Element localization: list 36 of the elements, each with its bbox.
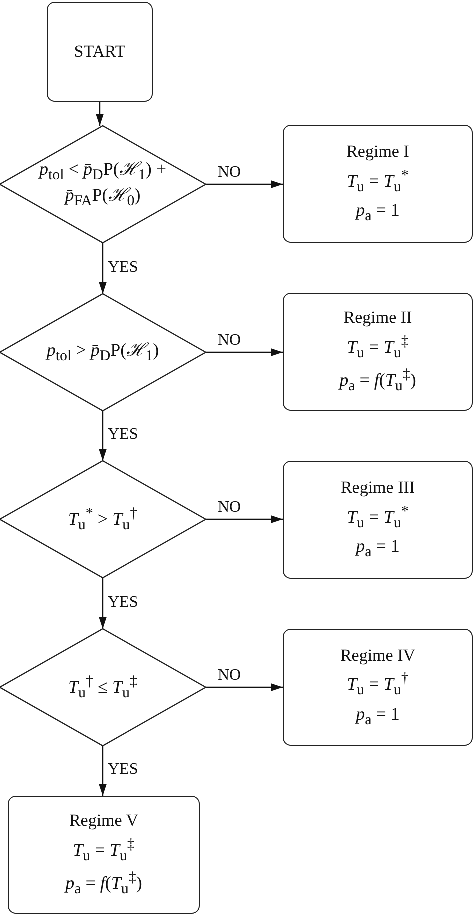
arrow [99,746,107,796]
node-title: Regime I [346,142,410,163]
node-title: START [74,42,126,62]
condition-text: p$_{tol}$ > p̄$_{D}$P(ℋ$_{1}$) [46,340,160,366]
edge-label: NO [218,164,242,182]
process-box [283,461,473,579]
edge-label: YES [108,258,138,276]
edge-label: NO [218,498,242,516]
formula-text: p$_{a}$ = f(T$_{u}$$^{‡}$) [340,366,416,396]
edge-label: YES [108,761,138,779]
arrow [96,102,104,126]
arrow [206,348,283,356]
edge-label: YES [108,426,138,444]
formula-text: p$_{a}$ = f(T$_{u}$$^{‡}$) [66,869,142,899]
process-box [8,796,200,914]
node-title: Regime II [344,308,412,329]
node-title: Regime V [69,811,139,832]
arrow [206,684,283,692]
node-title: Regime III [340,478,416,499]
arrow [99,578,107,629]
edge-label: NO [218,332,242,350]
arrow [99,243,107,294]
arrow [99,411,107,461]
formula-text: p$_{a}$ = 1 [356,200,400,226]
node-title: Regime IV [340,646,416,666]
formula-text: p$_{a}$ = 1 [356,536,400,562]
formula-text: p$_{a}$ = 1 [356,704,400,730]
start-box [47,2,153,102]
edge-label: YES [108,594,138,612]
process-box [283,125,473,243]
edge-label: NO [218,666,242,684]
condition-text: p$_{tol}$ < p̄$_{D}$P(ℋ$_{1}$) + p̄$_{FA}$P(ℋ$_{0}$) [38,158,168,210]
process-box [283,293,473,411]
arrow [206,516,283,524]
arrow [206,180,283,188]
process-box [283,629,473,746]
